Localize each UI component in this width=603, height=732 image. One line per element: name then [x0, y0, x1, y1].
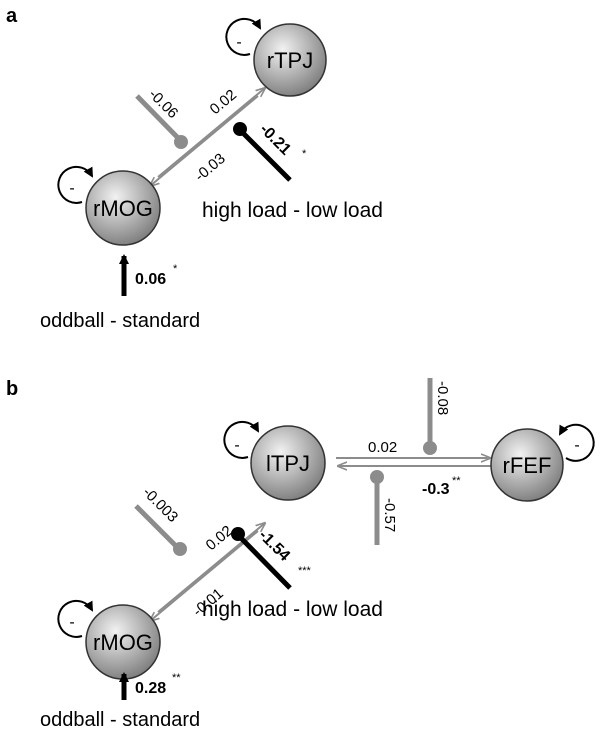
panel-a-gray-mod-value: -0.06 — [145, 86, 181, 122]
panel-a-node-rtpj: rTPJ - — [225, 17, 327, 97]
panel-a-black-mod-star: * — [302, 148, 307, 160]
panel-b-arrow-tpj-to-mog — [150, 530, 259, 621]
panel-b-value-fef-tpj: -0.3 — [422, 481, 450, 498]
panel-b-node-rmog: rMOG - — [57, 599, 161, 680]
node-label: rMOG — [93, 196, 153, 221]
panel-b-gray-modulator-bottom — [370, 470, 384, 545]
panel-a-node-rmog: rMOG - — [57, 165, 161, 246]
self-connection-arrow — [225, 17, 261, 56]
panel-b-node-rfef: rFEF - — [490, 423, 595, 502]
panel-a-arrow-tpj-to-mog — [150, 95, 259, 186]
self-connection-arrow — [57, 165, 93, 204]
node-label: rMOG — [93, 630, 153, 655]
panel-b-value-tpj-fef: 0.02 — [368, 439, 397, 456]
panel-a-input-label: oddball - standard — [40, 310, 200, 332]
self-connection-arrow — [223, 420, 259, 459]
panel-a-input-value: 0.06 — [135, 271, 166, 288]
self-connection-sign: - — [574, 437, 579, 454]
panel-b-node-ltpj: lTPJ - — [223, 420, 326, 501]
panel-a-value-down: -0.03 — [192, 150, 229, 185]
panel-a-label: a — [6, 5, 18, 27]
self-connection-sign: - — [69, 180, 74, 197]
self-connection-arrow — [559, 423, 595, 462]
panel-a-black-modulator — [233, 122, 292, 182]
panel-b-value-fef-tpj-star: ** — [452, 475, 461, 487]
panel-b-input-label: oddball - standard — [40, 709, 200, 731]
panel-b-black-mod-star: *** — [298, 565, 312, 577]
panel-b-label: b — [6, 378, 18, 400]
self-connection-arrow — [57, 599, 93, 638]
panel-b-gray-mod-value: -0.003 — [139, 484, 181, 526]
panel-a-modulator-label: high load - low load — [202, 199, 383, 222]
panel-b-gray-modulator — [134, 504, 187, 556]
panel-b-arrow-mog-to-tpj — [157, 523, 265, 613]
node-label: rFEF — [503, 453, 552, 478]
panel-a-connection — [150, 88, 265, 186]
panel-b-value-up: 0.02 — [203, 522, 236, 554]
panel-b-gray-modulator-top — [423, 378, 437, 455]
self-connection-sign: - — [234, 437, 239, 454]
panel-b-modulator-label: high load - low load — [202, 598, 383, 621]
panel-a-arrow-mog-to-tpj — [157, 88, 265, 178]
panel-b-black-modulator — [231, 527, 292, 590]
panel-b-gray-mod-bottom-value: -0.57 — [381, 498, 398, 532]
panel-b-input-value: 0.28 — [135, 680, 166, 697]
panel-b-connection-mog-tpj — [150, 523, 265, 621]
node-label: rTPJ — [267, 48, 313, 73]
panel-a-input-star: * — [173, 263, 178, 275]
node-label: lTPJ — [266, 451, 310, 476]
panel-b-input-star: ** — [172, 672, 181, 684]
self-connection-sign: - — [236, 34, 241, 51]
panel-b-gray-mod-top-value: -0.08 — [434, 381, 451, 415]
panel-a-gray-modulator — [135, 94, 188, 149]
self-connection-sign: - — [69, 614, 74, 631]
panel-b-connection-tpj-fef — [336, 458, 492, 466]
